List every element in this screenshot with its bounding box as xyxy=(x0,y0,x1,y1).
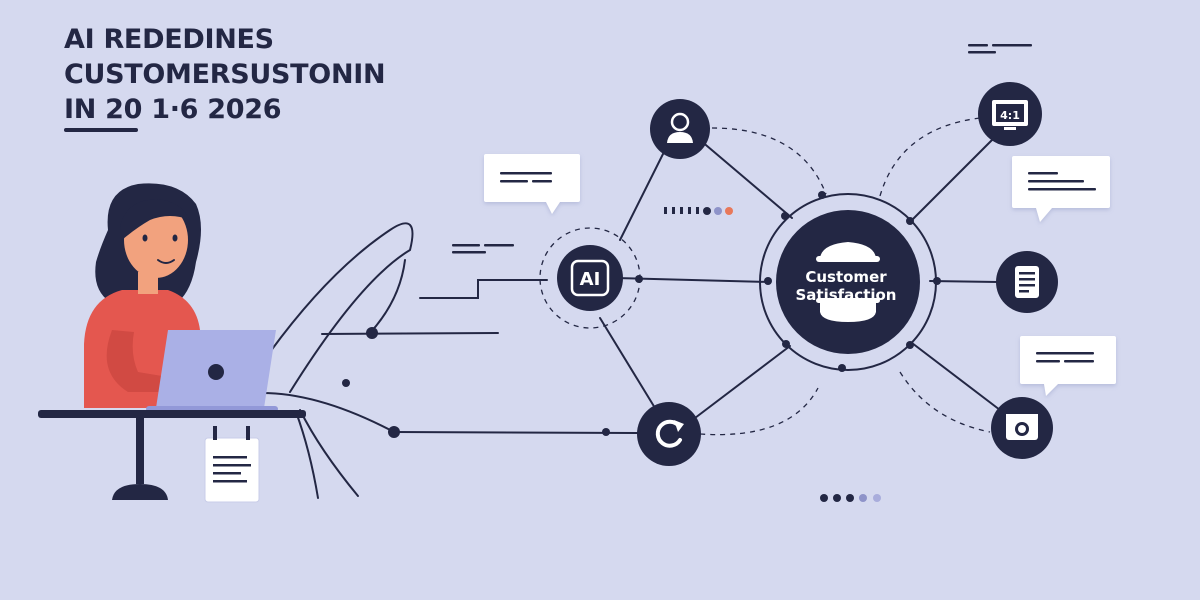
monitor-node: 4:1 xyxy=(978,82,1042,146)
headline: AI REDEDINES CUSTOMERSUSTONIN IN 20 1·6 … xyxy=(64,22,386,127)
dashed-user-arc xyxy=(711,127,827,195)
hub-label-line-2: Satisfaction xyxy=(795,286,896,304)
person-icon xyxy=(667,112,693,143)
headline-line-3: IN 20 1·6 2026 xyxy=(64,94,282,125)
refresh-icon xyxy=(655,419,684,448)
chat-bubble-right-bottom-lines xyxy=(1036,352,1094,363)
connector-cable xyxy=(261,392,395,433)
connector-cable-lower xyxy=(299,409,359,497)
ai-node: AI xyxy=(557,245,623,311)
camera-node xyxy=(991,397,1053,459)
person-illustration xyxy=(38,183,306,503)
connector-user-hub xyxy=(699,139,793,219)
headline-line-1: AI REDEDINES xyxy=(64,24,274,55)
hub-label-line-1: Customer xyxy=(805,268,887,286)
ai-node-label: AI xyxy=(580,269,601,290)
decor-dashes xyxy=(452,44,1032,254)
connector-ai-refresh xyxy=(599,317,656,409)
chat-bubble-left xyxy=(484,154,580,214)
desk-top xyxy=(38,410,306,418)
connector-hub-monitor xyxy=(909,139,993,223)
connector-step-ai xyxy=(419,279,548,299)
connector-left-refresh xyxy=(393,431,641,434)
chat-bubble-right-top-lines xyxy=(1028,172,1096,191)
document-stand-icon xyxy=(204,437,260,503)
connector-cable-lower-2 xyxy=(295,411,319,499)
connector-mid-horizontal xyxy=(321,332,499,335)
jar-icon xyxy=(816,242,880,322)
decor-dot-row-bottom xyxy=(820,494,881,502)
camera-icon xyxy=(1006,414,1038,440)
customer-satisfaction-hub: Customer Satisfaction xyxy=(759,193,937,371)
desk-leg xyxy=(136,418,144,484)
document-icon xyxy=(1015,266,1039,298)
user-node xyxy=(650,99,710,159)
connector-refresh-hub xyxy=(694,345,791,419)
dashed-refresh-arc xyxy=(699,387,819,436)
dashed-hub-arc-top xyxy=(879,117,981,197)
document-node xyxy=(996,251,1058,313)
chat-bubble-right-bottom xyxy=(1020,336,1116,396)
connector-hub-document xyxy=(929,280,999,283)
ai-chip-icon xyxy=(570,259,610,297)
decor-dot-row-top xyxy=(664,207,733,215)
connector-user-ai xyxy=(619,149,666,241)
connector-hub-camera xyxy=(911,342,1001,411)
chat-bubble-left-lines xyxy=(500,172,552,183)
monitor-node-label: 4:1 xyxy=(1000,109,1020,122)
connector-loop-inner xyxy=(369,259,406,334)
headline-line-2: CUSTOMERSUSTONIN xyxy=(64,59,386,90)
headline-underline xyxy=(64,128,138,132)
dashed-hub-arc-bottom xyxy=(899,371,991,433)
monitor-icon: 4:1 xyxy=(992,100,1028,130)
refresh-node xyxy=(637,402,701,466)
connector-lines xyxy=(261,139,1001,499)
connector-loop xyxy=(269,222,414,393)
desk-foot xyxy=(112,484,168,500)
laptop-logo-icon xyxy=(208,364,224,380)
